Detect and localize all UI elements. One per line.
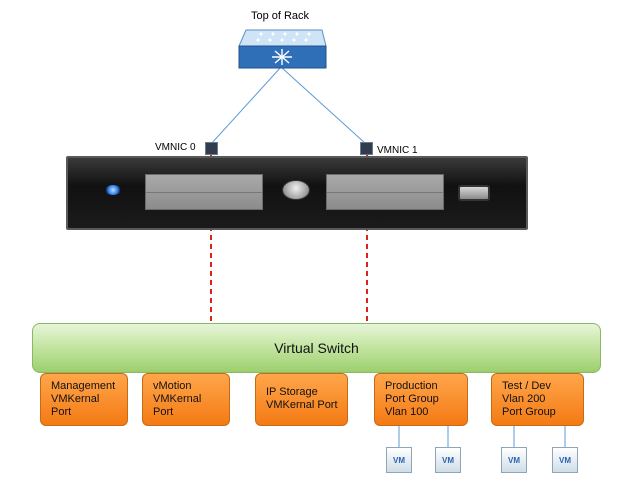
vmnic-0-label: VMNIC 0 <box>155 142 196 153</box>
vm-icon: VM <box>386 447 412 473</box>
drive-bay-right <box>326 174 444 210</box>
uplink-nic1 <box>280 66 367 145</box>
usb-port-icon <box>458 185 490 201</box>
port-group-test-dev: Test / Dev Vlan 200 Port Group <box>491 373 584 426</box>
port-group-production: Production Port Group Vlan 100 <box>374 373 468 426</box>
port-group-management: Management VMKernal Port <box>40 373 128 426</box>
vm-icon: VM <box>552 447 578 473</box>
virtual-switch-label: Virtual Switch <box>274 340 359 356</box>
vmnic-1-label: VMNIC 1 <box>377 145 418 156</box>
virtual-switch: Virtual Switch <box>32 323 601 373</box>
vmnic-1-port <box>360 142 373 155</box>
top-of-rack-label: Top of Rack <box>250 10 310 22</box>
switch-arrows-icon <box>272 49 292 65</box>
port-group-ip-storage: IP Storage VMKernal Port <box>255 373 348 426</box>
uplink-nic0 <box>210 66 282 145</box>
port-group-vmotion: vMotion VMKernal Port <box>142 373 230 426</box>
power-led-icon <box>105 185 121 195</box>
top-of-rack-switch <box>238 29 327 69</box>
vm-icon: VM <box>435 447 461 473</box>
drive-bay-left <box>145 174 263 210</box>
power-button-icon <box>282 180 310 200</box>
vmnic-0-port <box>205 142 218 155</box>
vm-icon: VM <box>501 447 527 473</box>
